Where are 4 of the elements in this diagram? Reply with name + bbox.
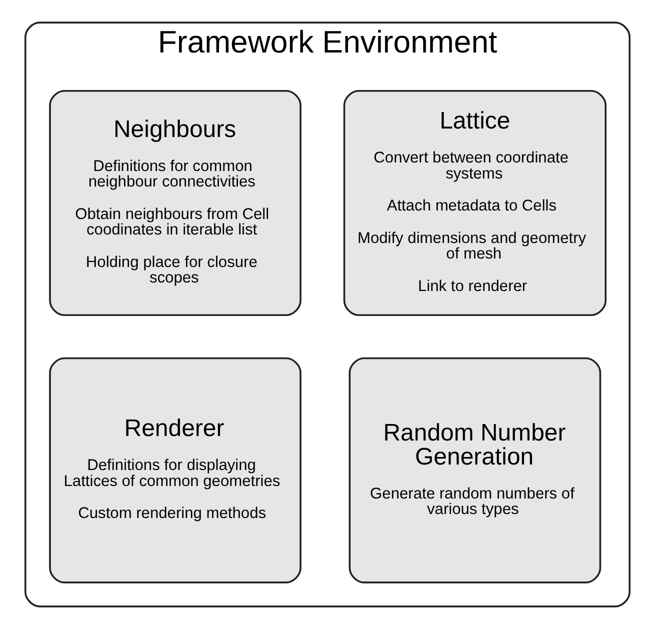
node-box: Lattice Convert between coordinate systems Attach metadata to Cells Modify dimensions and geometry of mesh Link to renderer: [343, 90, 607, 316]
node-box: Renderer Definitions for displaying Lattices of common geometries Custom rendering methods: [49, 357, 302, 584]
node-box: Neighbours Definitions for common neighbour connectivities Obtain neighbours from Cell coodinates in iterable list Holding place for closure scopes: [49, 90, 302, 316]
node-box: Random Number Generation Generate random numbers of various types: [348, 357, 602, 584]
